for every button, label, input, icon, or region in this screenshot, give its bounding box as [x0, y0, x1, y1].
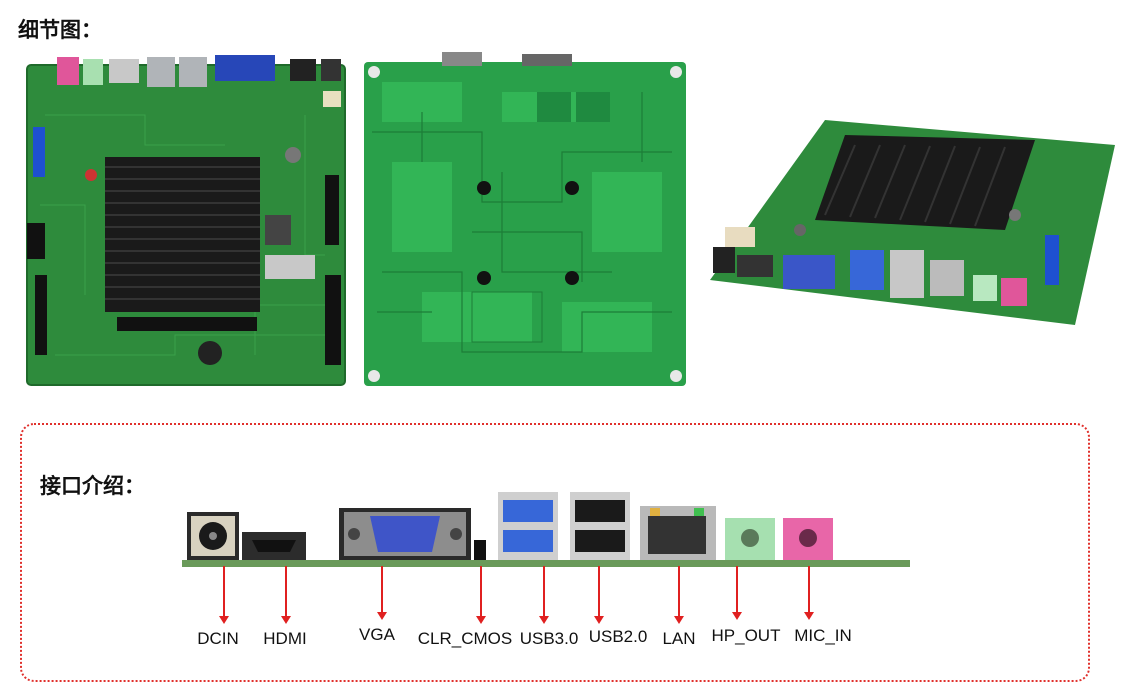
port-label-usb3: USB3.0 [519, 629, 579, 648]
usb3-arrow [539, 566, 549, 624]
port-label-clr-cmos: CLR_CMOS [417, 629, 513, 648]
port-label-mic-in: MIC_IN [794, 626, 852, 645]
hp-out-arrow [732, 566, 742, 620]
port-label-lan: LAN [662, 629, 696, 648]
hdmi-arrow [281, 566, 291, 624]
motherboard-back-photo [364, 52, 686, 386]
port-label-vga: VGA [359, 625, 395, 644]
ports-section-title: 接口介绍： [40, 474, 145, 498]
dcin-arrow [219, 566, 229, 624]
port-label-dcin: DCIN [197, 629, 239, 648]
port-label-usb2: USB2.0 [588, 627, 648, 646]
port-label-hdmi: HDMI [263, 629, 307, 648]
motherboard-perspective-photo [710, 120, 1115, 325]
detail-section-title: 细节图： [18, 18, 102, 42]
rear-io-panel-photo [182, 492, 910, 567]
mic-in-arrow [804, 566, 814, 620]
ports-intro-box [20, 423, 1090, 682]
lan-arrow [674, 566, 684, 624]
port-label-hp-out: HP_OUT [711, 626, 781, 645]
vga-arrow [377, 566, 387, 620]
usb2-arrow [594, 566, 604, 624]
clr-cmos-arrow [476, 566, 486, 624]
motherboard-top-photo [26, 55, 346, 386]
